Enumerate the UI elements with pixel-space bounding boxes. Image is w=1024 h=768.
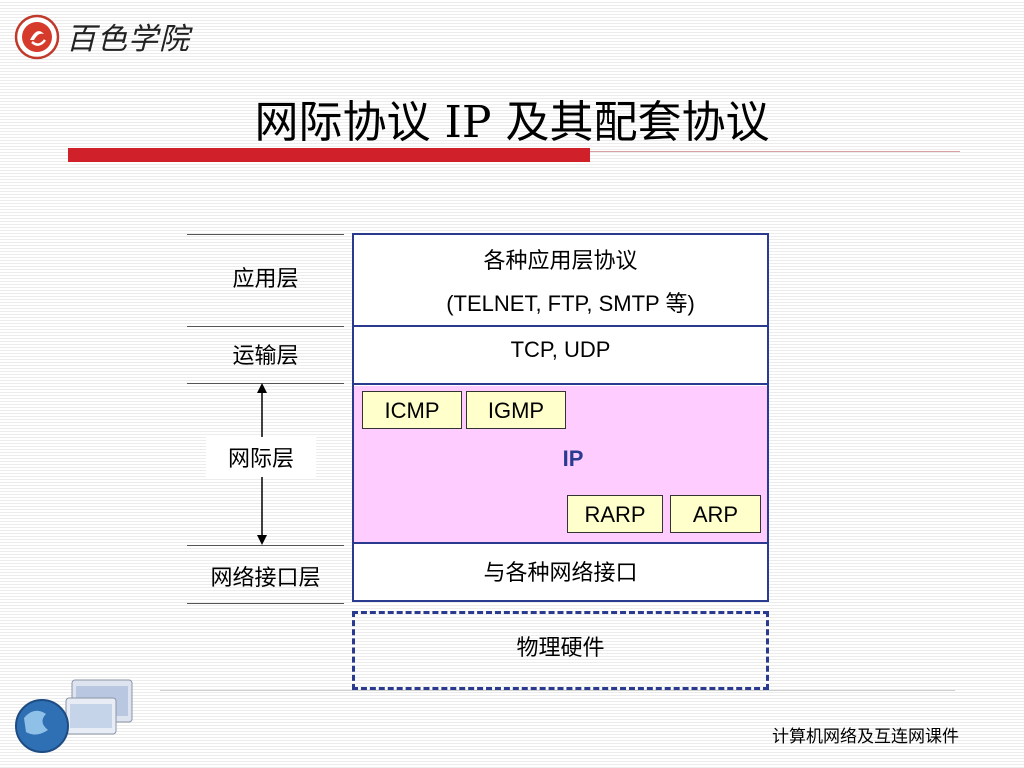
course-name: 计算机网络及互连网课件: [772, 727, 959, 747]
layer-divider: [187, 234, 344, 235]
layer-divider: [187, 603, 344, 604]
college-logo-text: 百色学院: [66, 22, 190, 57]
layer-label-application: 应用层: [232, 266, 299, 291]
stack-row-separator: [354, 542, 767, 544]
application-protocols-text: 各种应用层协议: [483, 248, 638, 273]
physical-hardware-box: [352, 611, 769, 690]
layer-label-transport: 运输层: [232, 343, 299, 368]
rarp-box: RARP: [567, 495, 663, 533]
arp-box: ARP: [670, 495, 761, 533]
network-interface-text: 与各种网络接口: [483, 560, 638, 585]
college-logo-icon: [14, 14, 60, 60]
layer-divider: [187, 545, 344, 546]
icmp-box: ICMP: [362, 391, 462, 429]
title-underline-rule: [590, 151, 960, 152]
stack-row-separator: [354, 325, 767, 327]
layer-divider: [187, 383, 344, 384]
layer-divider: [187, 326, 344, 327]
ip-label: IP: [562, 446, 584, 471]
title-underline-bar: [68, 148, 590, 162]
application-protocols-examples: (TELNET, FTP, SMTP 等): [446, 291, 695, 316]
layer-label-network-interface: 网络接口层: [210, 565, 321, 590]
physical-hardware-text: 物理硬件: [516, 635, 605, 660]
layer-label-internet: 网际层: [206, 437, 316, 477]
igmp-box: IGMP: [466, 391, 566, 429]
transport-protocols-text: TCP, UDP: [510, 337, 611, 362]
stack-row-separator: [354, 383, 767, 385]
footer-rule: [160, 690, 955, 691]
globe-computer-icon: [15, 679, 133, 753]
slide-title: 网际协议 IP 及其配套协议: [254, 97, 770, 148]
